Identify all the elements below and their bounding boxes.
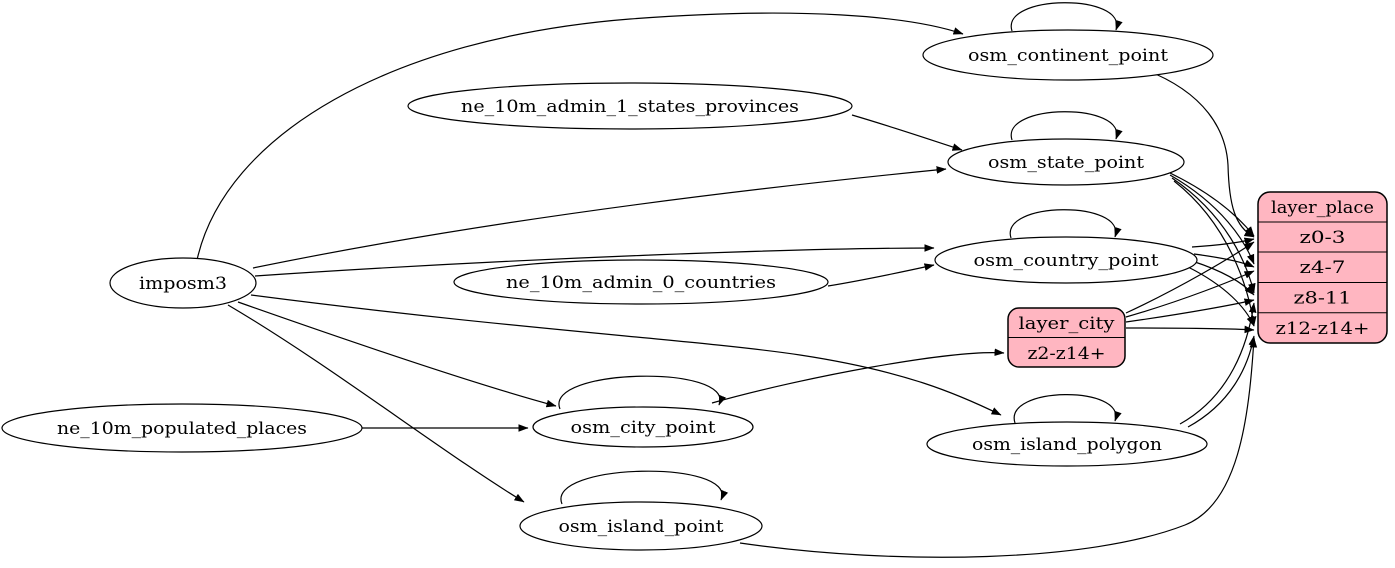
node-layer_place: layer_place z0-3 z4-7 z8-11 z12-z14+ xyxy=(1257,191,1388,344)
node-ne_10m_populated_places-shape xyxy=(1,403,363,453)
edge-layer_city-to-layer_place-z4-7 xyxy=(1125,270,1255,318)
node-ne_10m_admin_0_countries-label: ne_10m_admin_0_countries xyxy=(506,273,776,293)
node-osm_continent_point-label: osm_continent_point xyxy=(968,46,1168,66)
node-osm_continent_point-shape xyxy=(922,29,1214,81)
edge-osm_continent_point-to-layer_place-z0-3 xyxy=(1145,69,1255,238)
self-loop-osm_country_point xyxy=(1009,209,1122,239)
node-osm_state_point-label: osm_state_point xyxy=(988,153,1144,173)
node-layer_place-box xyxy=(1257,191,1388,344)
self-loop-osm_island_polygon xyxy=(1013,394,1122,424)
edge-layer xyxy=(196,2,1258,558)
layer_city-title: layer_city xyxy=(1019,314,1115,334)
edge-osm_island_polygon-to-layer_place-z8-11 xyxy=(1179,302,1257,425)
edge-imposm3-to-osm_continent_point xyxy=(196,12,964,261)
node-osm_island_point-shape xyxy=(519,501,763,551)
layer_place-title: layer_place xyxy=(1271,198,1374,218)
node-osm_island_point-label: osm_island_point xyxy=(559,517,724,537)
node-osm_city_point-label: osm_city_point xyxy=(571,418,716,438)
node-imposm3-shape xyxy=(109,257,257,309)
edge-osm_state_point-to-layer_place-z0-3 xyxy=(1167,171,1255,237)
node-osm_state_point-shape xyxy=(947,138,1185,186)
node-ne_10m_admin_0_countries: ne_10m_admin_0_countries xyxy=(453,259,829,305)
node-osm_city_point-shape xyxy=(532,406,754,448)
edge-imposm3-to-osm_country_point xyxy=(254,244,935,277)
node-osm_island_polygon-label: osm_island_polygon xyxy=(972,435,1162,455)
edge-osm_island_polygon-to-layer_place-z12-z14 xyxy=(1187,335,1256,428)
edge-layer_city-to-layer_place-z0-3 xyxy=(1125,241,1255,314)
node-imposm3: imposm3 xyxy=(109,257,257,309)
node-ne_10m_admin_1_states_provinces-shape xyxy=(407,82,853,130)
self-loop-osm_continent_point xyxy=(1010,2,1123,32)
edge-osm_city_point-to-layer_city-z2-z14 xyxy=(711,348,1005,404)
edge-layer_city-to-layer_place-z12-z14 xyxy=(1125,325,1255,334)
edge-layer_city-to-layer_place-z8-11 xyxy=(1125,298,1255,323)
node-osm_island_point: osm_island_point xyxy=(519,501,763,551)
edge-osm_island_point-to-layer_place-z12-z14 xyxy=(739,337,1258,558)
edge-osm_state_point-to-layer_place-z8-11 xyxy=(1171,177,1256,294)
edge-osm_state_point-to-layer_place-z4-7 xyxy=(1169,174,1255,265)
node-ne_10m_admin_0_countries-shape xyxy=(453,259,829,305)
edge-imposm3-to-osm_island_polygon xyxy=(250,294,1002,416)
edge-imposm3-to-osm_state_point xyxy=(252,166,947,269)
node-layer_city: layer_city z2-z14+ xyxy=(1007,307,1126,368)
edge-ne_10m_admin_1_states_provinces-to-osm_state_point xyxy=(851,114,963,151)
self-loop-osm_state_point xyxy=(1010,111,1123,141)
layer_place-row-z4-7: z4-7 xyxy=(1300,258,1346,278)
node-osm_country_point-label: osm_country_point xyxy=(974,251,1159,271)
node-osm_island_polygon: osm_island_polygon xyxy=(926,421,1208,467)
node-ne_10m_admin_1_states_provinces: ne_10m_admin_1_states_provinces xyxy=(407,82,853,130)
node-osm_island_polygon-shape xyxy=(926,421,1208,467)
layer_place-row-z0-3: z0-3 xyxy=(1300,228,1346,248)
edge-imposm3-to-osm_island_point xyxy=(227,304,525,503)
edge-osm_country_point-to-layer_place-z4-7 xyxy=(1193,253,1255,268)
node-ne_10m_admin_1_states_provinces-label: ne_10m_admin_1_states_provinces xyxy=(461,97,799,117)
layer_place-row-z8-11: z8-11 xyxy=(1294,289,1352,309)
node-osm_continent_point: osm_continent_point xyxy=(922,29,1214,81)
edge-osm_country_point-to-layer_place-z0-3 xyxy=(1191,237,1255,248)
layer_place-row-z12-z14: z12-z14+ xyxy=(1276,319,1370,339)
node-osm_country_point-shape xyxy=(934,236,1198,284)
node-ne_10m_populated_places-label: ne_10m_populated_places xyxy=(57,419,307,439)
edge-ne_10m_admin_0_countries-to-osm_country_point xyxy=(827,263,935,287)
node-osm_state_point: osm_state_point xyxy=(947,138,1185,186)
node-osm_country_point: osm_country_point xyxy=(934,236,1198,284)
edge-imposm3-to-osm_city_point xyxy=(237,301,557,408)
edge-osm_country_point-to-layer_place-z8-11 xyxy=(1191,260,1255,296)
self-loop-osm_city_point xyxy=(558,375,727,410)
self-loop-osm_island_point xyxy=(560,470,729,505)
node-osm_city_point: osm_city_point xyxy=(532,406,754,448)
node-imposm3-label: imposm3 xyxy=(139,274,227,294)
layer_city-row-z2-z14: z2-z14+ xyxy=(1028,344,1106,364)
node-ne_10m_populated_places: ne_10m_populated_places xyxy=(1,403,363,453)
